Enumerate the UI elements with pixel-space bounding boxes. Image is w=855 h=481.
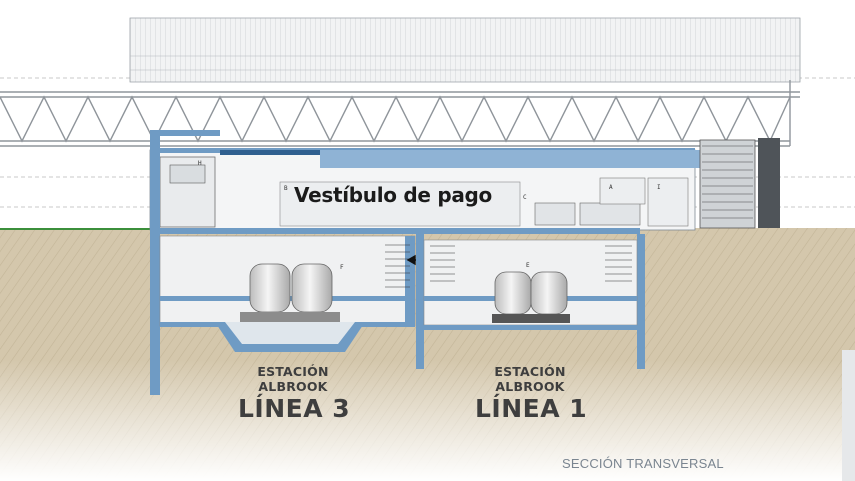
room-tag-e: E [526,262,530,269]
station-l1-line1: ESTACIÓN [494,364,566,379]
room-tag-i: I [657,184,661,191]
ground-fade [0,360,855,481]
station-l1-line2: ALBROOK [495,379,565,394]
station-l1-name: LÍNEA 1 [475,394,588,423]
room-tag-b: B [284,185,288,192]
station-l3-name: LÍNEA 3 [238,394,351,423]
truss [0,80,800,147]
station-label-line3: ESTACIÓN ALBROOK LÍNEA 3 [238,364,351,424]
vestibule-label: Vestíbulo de pago [294,183,492,207]
line1-box [416,234,645,369]
edge-shading [842,350,855,481]
station-l3-line1: ESTACIÓN [257,364,329,379]
section-caption: SECCIÓN TRANSVERSAL [562,456,724,471]
station-label-line1: ESTACIÓN ALBROOK LÍNEA 1 [475,364,588,424]
room-tag-f: F [340,264,344,271]
room-tag-c: C [523,194,527,201]
station-l3-line2: ALBROOK [258,379,328,394]
room-tag-a: A [609,184,613,191]
room-tag-h: H [198,160,202,167]
vestibule-level [149,138,780,234]
line3-box [150,130,416,395]
roof-canopy [129,17,801,83]
